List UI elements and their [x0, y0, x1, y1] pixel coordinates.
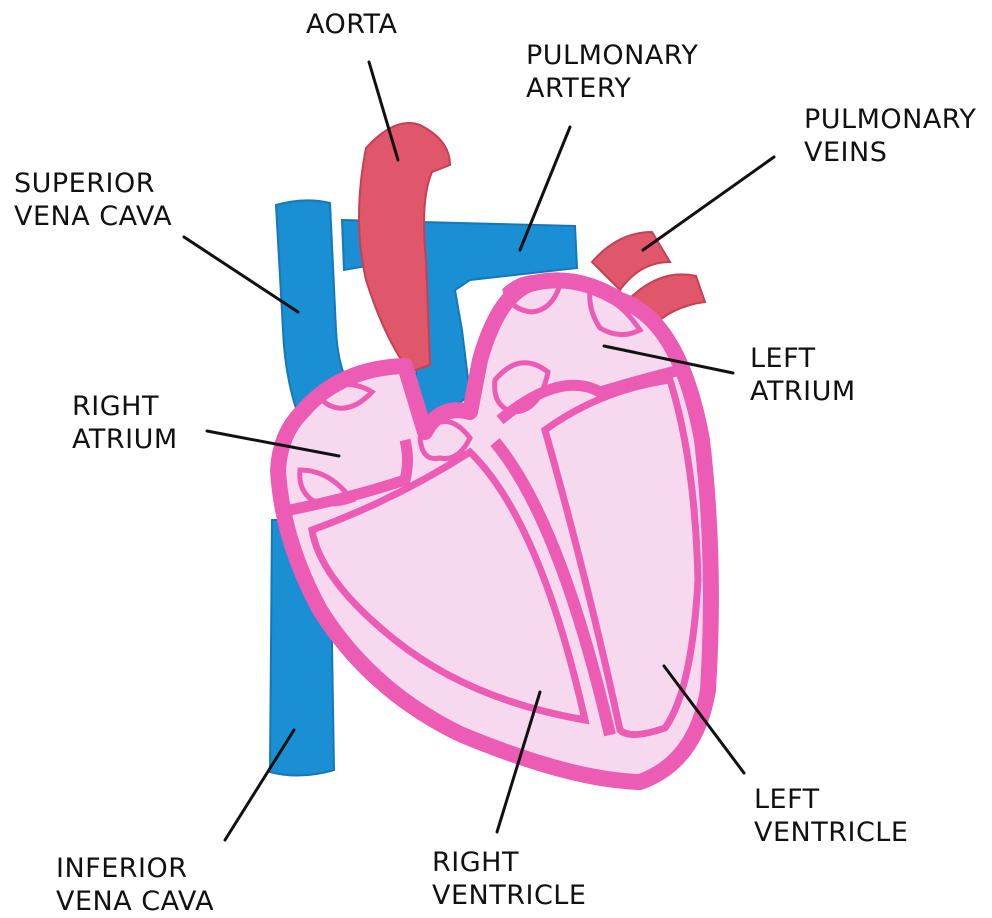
label-pulmonary-artery-line1: PULMONARY [526, 39, 698, 72]
label-left-ventricle-line1: LEFT [754, 783, 908, 816]
label-superior-vena-cava: SUPERIOR VENA CAVA [14, 167, 172, 233]
label-left-atrium-line2: ATRIUM [750, 375, 856, 408]
label-pulmonary-veins-line2: VEINS [804, 136, 976, 169]
leader-inferior-vena-cava [225, 730, 294, 840]
label-pulmonary-artery-line2: ARTERY [526, 72, 698, 105]
label-inferior-vena-cava-line2: VENA CAVA [56, 885, 214, 918]
label-right-ventricle-line1: RIGHT [432, 846, 586, 879]
heart-body [278, 278, 711, 782]
label-left-atrium: LEFT ATRIUM [750, 342, 856, 408]
label-right-atrium: RIGHT ATRIUM [72, 390, 178, 456]
label-left-atrium-line1: LEFT [750, 342, 856, 375]
label-aorta: AORTA [306, 8, 397, 41]
label-superior-vena-cava-line1: SUPERIOR [14, 167, 172, 200]
label-right-atrium-line1: RIGHT [72, 390, 178, 423]
label-pulmonary-veins-line1: PULMONARY [804, 103, 976, 136]
label-right-ventricle-line2: VENTRICLE [432, 879, 586, 912]
label-left-ventricle: LEFT VENTRICLE [754, 783, 908, 849]
label-inferior-vena-cava-line1: INFERIOR [56, 852, 214, 885]
label-inferior-vena-cava: INFERIOR VENA CAVA [56, 852, 214, 918]
label-pulmonary-artery: PULMONARY ARTERY [526, 39, 698, 105]
label-left-ventricle-line2: VENTRICLE [754, 816, 908, 849]
label-superior-vena-cava-line2: VENA CAVA [14, 200, 172, 233]
label-pulmonary-veins: PULMONARY VEINS [804, 103, 976, 169]
leader-pulmonary-veins [643, 157, 774, 250]
label-right-atrium-line2: ATRIUM [72, 423, 178, 456]
label-right-ventricle: RIGHT VENTRICLE [432, 846, 586, 912]
label-aorta-line1: AORTA [306, 8, 397, 41]
